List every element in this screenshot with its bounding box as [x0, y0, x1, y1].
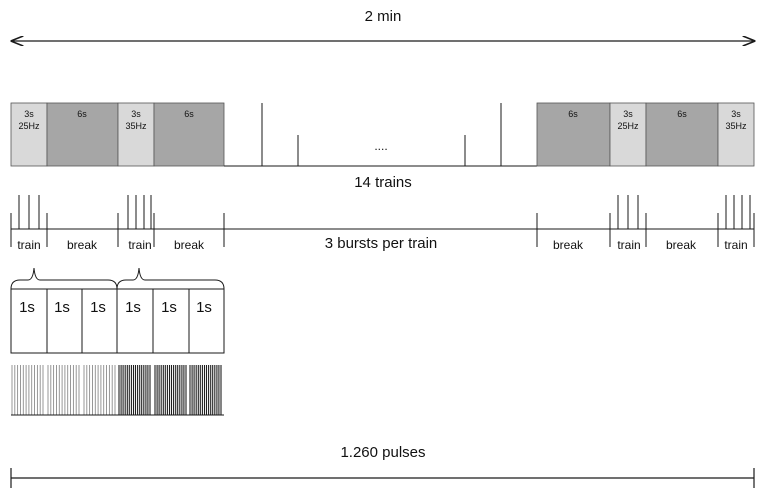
pulse-trains: [11, 365, 222, 415]
blocks-left: 3s 25Hz 6s 3s 35Hz 6s: [10, 102, 225, 167]
block-label: 3s: [131, 109, 141, 119]
block-label: 35Hz: [725, 121, 747, 131]
block-break-6s: [536, 102, 611, 167]
block-stim-25hz: [609, 102, 647, 167]
total-duration-label: 2 min: [365, 8, 402, 25]
segment-label: train: [724, 238, 747, 252]
segment-label: break: [67, 238, 98, 252]
block-label: 3s: [623, 109, 633, 119]
bursts-per-train-label: 3 bursts per train: [325, 235, 438, 252]
segment-label: train: [17, 238, 40, 252]
burst-label: 1s: [90, 299, 106, 316]
block-label: 25Hz: [18, 121, 40, 131]
block-label: 6s: [568, 109, 578, 119]
block-break-6s: [46, 102, 119, 167]
block-label: 25Hz: [617, 121, 639, 131]
block-break-6s: [153, 102, 225, 167]
burst-label: 1s: [161, 299, 177, 316]
block-label: 6s: [184, 109, 194, 119]
block-stim-35hz: [717, 102, 755, 167]
block-label: 6s: [677, 109, 687, 119]
block-label: 6s: [77, 109, 87, 119]
burst-label: 1s: [196, 299, 212, 316]
block-break-6s: [645, 102, 719, 167]
burst-label: 1s: [54, 299, 70, 316]
segment-label: train: [617, 238, 640, 252]
segment-label: break: [666, 238, 697, 252]
ellipsis: ....: [374, 139, 387, 153]
burst-label: 1s: [125, 299, 141, 316]
train-break-timeline: [10, 195, 755, 247]
total-pulses-bracket: [10, 468, 755, 488]
burst-boxes: 1s 1s 1s 1s 1s 1s: [10, 288, 225, 354]
blocks-middle: ....: [224, 103, 537, 167]
burst-braces: [10, 267, 225, 290]
total-pulses-label: 1.260 pulses: [340, 444, 425, 461]
block-stim-35hz: [117, 102, 155, 167]
segment-label: break: [553, 238, 584, 252]
blocks-right: 6s 3s 25Hz 6s 3s 35Hz: [536, 102, 755, 167]
burst-label: 1s: [19, 299, 35, 316]
block-label: 35Hz: [125, 121, 147, 131]
block-label: 3s: [731, 109, 741, 119]
train-count-label: 14 trains: [354, 174, 412, 191]
segment-label: break: [174, 238, 205, 252]
segment-label: train: [128, 238, 151, 252]
block-label: 3s: [24, 109, 34, 119]
segment-labels: train break train break break train brea…: [17, 238, 747, 252]
